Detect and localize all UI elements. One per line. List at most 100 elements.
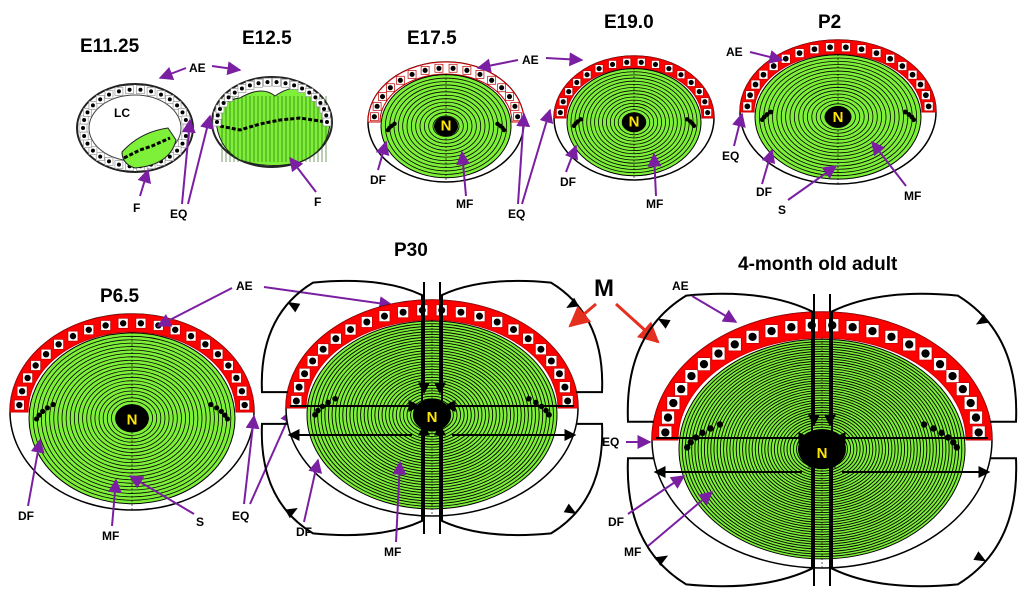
cell-nucleus: [187, 332, 195, 340]
cell-nucleus: [374, 103, 380, 109]
cell-nucleus: [322, 107, 327, 112]
cell-nucleus: [215, 113, 220, 118]
cell-nucleus: [873, 50, 880, 56]
microcirculation-loops: [260, 279, 604, 537]
bow-nucleus: [938, 429, 945, 437]
bow-nucleus: [685, 117, 690, 122]
flow-loop: [831, 292, 1018, 433]
cell-nucleus: [506, 93, 513, 100]
cell-nucleus: [796, 50, 803, 56]
cell-nucleus: [560, 99, 566, 105]
mf-label-e17: MF: [456, 197, 473, 211]
fiber-ring: [399, 390, 465, 440]
cell-nucleus: [436, 65, 442, 71]
cell-nucleus: [175, 103, 180, 108]
cell-nucleus: [477, 71, 483, 77]
cell-nucleus: [409, 71, 415, 77]
mf-label-e19: MF: [646, 197, 663, 211]
cell-nucleus: [524, 335, 532, 343]
bow-nucleus: [208, 401, 214, 408]
cell-nucleus: [127, 87, 132, 92]
fiber-ring: [764, 404, 880, 494]
fiber-ring: [345, 350, 519, 480]
cell-nucleus: [909, 71, 916, 78]
cell-nucleus: [450, 65, 456, 71]
arrow-m-p30: [568, 302, 597, 328]
cell-nucleus: [397, 77, 403, 83]
cell-nucleus: [42, 350, 50, 358]
cell-nucleus: [609, 61, 616, 67]
cell-nucleus: [564, 397, 572, 405]
cell-nucleus: [202, 341, 209, 348]
loop-arrowhead: [975, 314, 989, 325]
cell-nucleus: [215, 120, 219, 124]
loop-arrowhead: [284, 507, 298, 519]
stage-e11-label: E11.25: [80, 36, 140, 57]
cell-nucleus: [16, 401, 23, 409]
eq-label-p30: EQ: [232, 509, 249, 523]
cell-nucleus: [300, 86, 305, 91]
fiber-ring: [754, 397, 890, 501]
cell-nucleus: [226, 95, 231, 100]
lens-nucleus: [622, 112, 646, 133]
fiber-ring: [410, 398, 454, 432]
cell-nucleus: [848, 323, 857, 332]
lens-e19: N: [553, 55, 715, 181]
stage-p2-label: P2: [818, 12, 841, 33]
cell-nucleus: [283, 81, 288, 86]
bow-nucleus: [707, 425, 714, 432]
cell-nucleus: [137, 320, 145, 327]
cell-nucleus: [265, 80, 270, 85]
cell-nucleus: [770, 63, 777, 69]
cell-nucleus: [138, 87, 143, 92]
s-label-p2: S: [778, 203, 786, 217]
cell-nucleus: [555, 370, 563, 378]
flow-loop: [260, 279, 423, 402]
cell-nucleus: [887, 55, 894, 62]
f-label-e12: F: [314, 195, 321, 209]
cell-nucleus: [399, 308, 407, 316]
cell-nucleus: [661, 428, 670, 437]
fiber-ring: [785, 77, 891, 157]
fiber-ring: [697, 353, 947, 545]
lc-label: LC: [114, 106, 130, 120]
cell-nucleus: [175, 148, 180, 153]
bow-nucleus: [222, 412, 228, 418]
fiber-ring: [397, 87, 495, 165]
fiber-ring: [732, 380, 912, 518]
cell-nucleus: [547, 357, 555, 365]
cell-nucleus: [687, 371, 696, 381]
cell-nucleus: [247, 83, 252, 88]
eq-label-adult: EQ: [602, 435, 619, 449]
epithelial-cells: [212, 77, 332, 127]
lens-e12: [211, 76, 333, 168]
fiber-ring: [367, 366, 497, 464]
fiber-ring: [45, 346, 219, 491]
cell-nucleus: [489, 77, 495, 83]
cell-nucleus: [921, 349, 930, 358]
stage-p30-label: P30: [394, 240, 428, 261]
loop-arrowhead: [655, 555, 669, 566]
bow-nucleus: [33, 416, 40, 422]
cell-nucleus: [85, 326, 92, 333]
cell-nucleus: [669, 398, 678, 408]
loop-arrowhead: [563, 503, 577, 514]
cell-nucleus: [678, 72, 684, 78]
cell-nucleus: [180, 110, 185, 115]
cell-nucleus: [232, 90, 237, 95]
cell-nucleus: [887, 332, 896, 342]
cell-nucleus: [116, 89, 121, 94]
cell-nucleus: [509, 326, 518, 334]
df-label-p6: DF: [18, 509, 34, 523]
cell-nucleus: [561, 383, 569, 391]
bow-nucleus: [546, 412, 552, 418]
fiber-ring: [352, 355, 512, 475]
cell-nucleus: [974, 428, 983, 437]
cell-nucleus: [730, 340, 739, 349]
lens-p6: N: [9, 313, 255, 511]
cell-nucleus: [652, 61, 659, 67]
m-label: M: [594, 275, 614, 302]
cell-nucleus: [493, 318, 501, 326]
cell-nucleus: [241, 401, 248, 409]
